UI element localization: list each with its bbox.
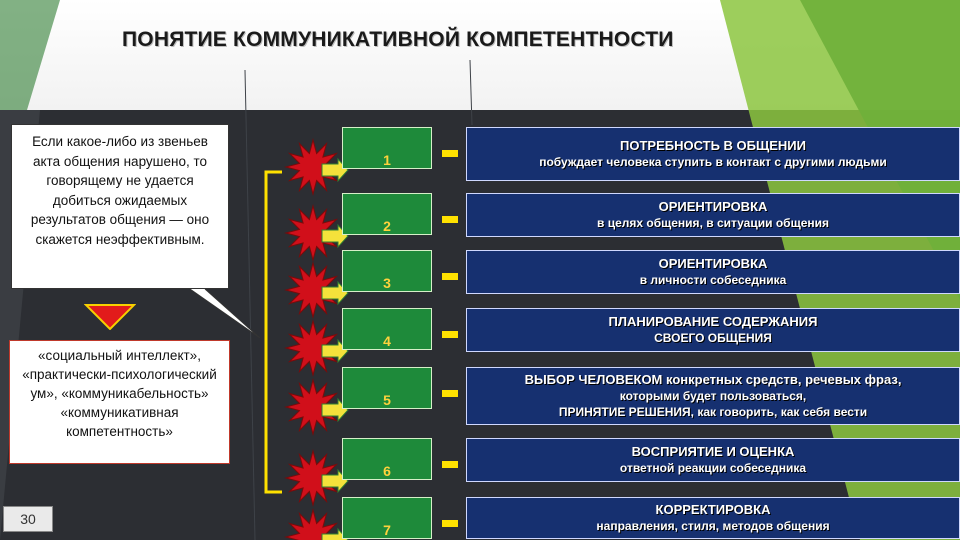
step-description: в личности собеседника: [639, 273, 787, 287]
step-connector: [442, 390, 458, 397]
step-info-box: ОРИЕНТИРОВКА в личности собеседника: [466, 250, 960, 294]
step-info-box: ПЛАНИРОВАНИЕ СОДЕРЖАНИЯ СВОЕГО ОБЩЕНИЯ: [466, 308, 960, 352]
step-info-box: ОРИЕНТИРОВКА в целях общения, в ситуации …: [466, 193, 960, 237]
step-number-box: 1: [342, 127, 432, 169]
page-number: 30: [3, 506, 53, 532]
step-connector: [442, 520, 458, 527]
step-number-box: 5: [342, 367, 432, 409]
step-connector: [442, 461, 458, 468]
step-info-box: ПОТРЕБНОСТЬ В ОБЩЕНИИ побуждает человека …: [466, 127, 960, 181]
step-heading: ОРИЕНТИРОВКА: [658, 256, 768, 271]
step-description: ответной реакции собеседника: [619, 461, 807, 475]
step-description-extra: ПРИНЯТИЕ РЕШЕНИЯ, как говорить, как себя…: [558, 405, 868, 419]
step-description: в целях общения, в ситуации общения: [597, 216, 829, 230]
step-heading: ОРИЕНТИРОВКА: [658, 199, 768, 214]
arrow-down-icon: [84, 304, 136, 330]
step-number-box: 3: [342, 250, 432, 292]
step-info-box: КОРРЕКТИРОВКА направления, стиля, методов…: [466, 497, 960, 539]
step-number-box: 7: [342, 497, 432, 539]
step-heading: ВЫБОР ЧЕЛОВЕКОМ конкретных средств, рече…: [524, 372, 902, 387]
step-description: побуждает человека ступить в контакт с д…: [539, 155, 887, 169]
step-connector: [442, 273, 458, 280]
step-heading: КОРРЕКТИРОВКА: [655, 502, 771, 517]
step-connector: [442, 216, 458, 223]
step-info-box: ВЫБОР ЧЕЛОВЕКОМ конкретных средств, рече…: [466, 367, 960, 425]
step-heading: ВОСПРИЯТИЕ И ОЦЕНКА: [631, 444, 795, 459]
step-heading: ПОТРЕБНОСТЬ В ОБЩЕНИИ: [620, 138, 806, 153]
step-connector: [442, 331, 458, 338]
step-description: СВОЕГО ОБЩЕНИЯ: [654, 331, 772, 345]
step-heading: ПЛАНИРОВАНИЕ СОДЕРЖАНИЯ: [608, 314, 818, 329]
page-title: ПОНЯТИЕ КОММУНИКАТИВНОЙ КОМПЕТЕНТНОСТИ: [122, 28, 674, 51]
header-background: [0, 0, 960, 110]
step-description: направления, стиля, методов общения: [596, 519, 830, 533]
step-number-box: 4: [342, 308, 432, 350]
step-number-box: 2: [342, 193, 432, 235]
step-number-box: 6: [342, 438, 432, 480]
step-connector: [442, 150, 458, 157]
terms-box: «социальный интеллект», «практически-пси…: [9, 340, 230, 464]
step-description: которыми будет пользоваться,: [619, 389, 807, 403]
explanation-callout: Если какое-либо из звеньев акта общения …: [11, 124, 229, 289]
step-info-box: ВОСПРИЯТИЕ И ОЦЕНКА ответной реакции собе…: [466, 438, 960, 482]
